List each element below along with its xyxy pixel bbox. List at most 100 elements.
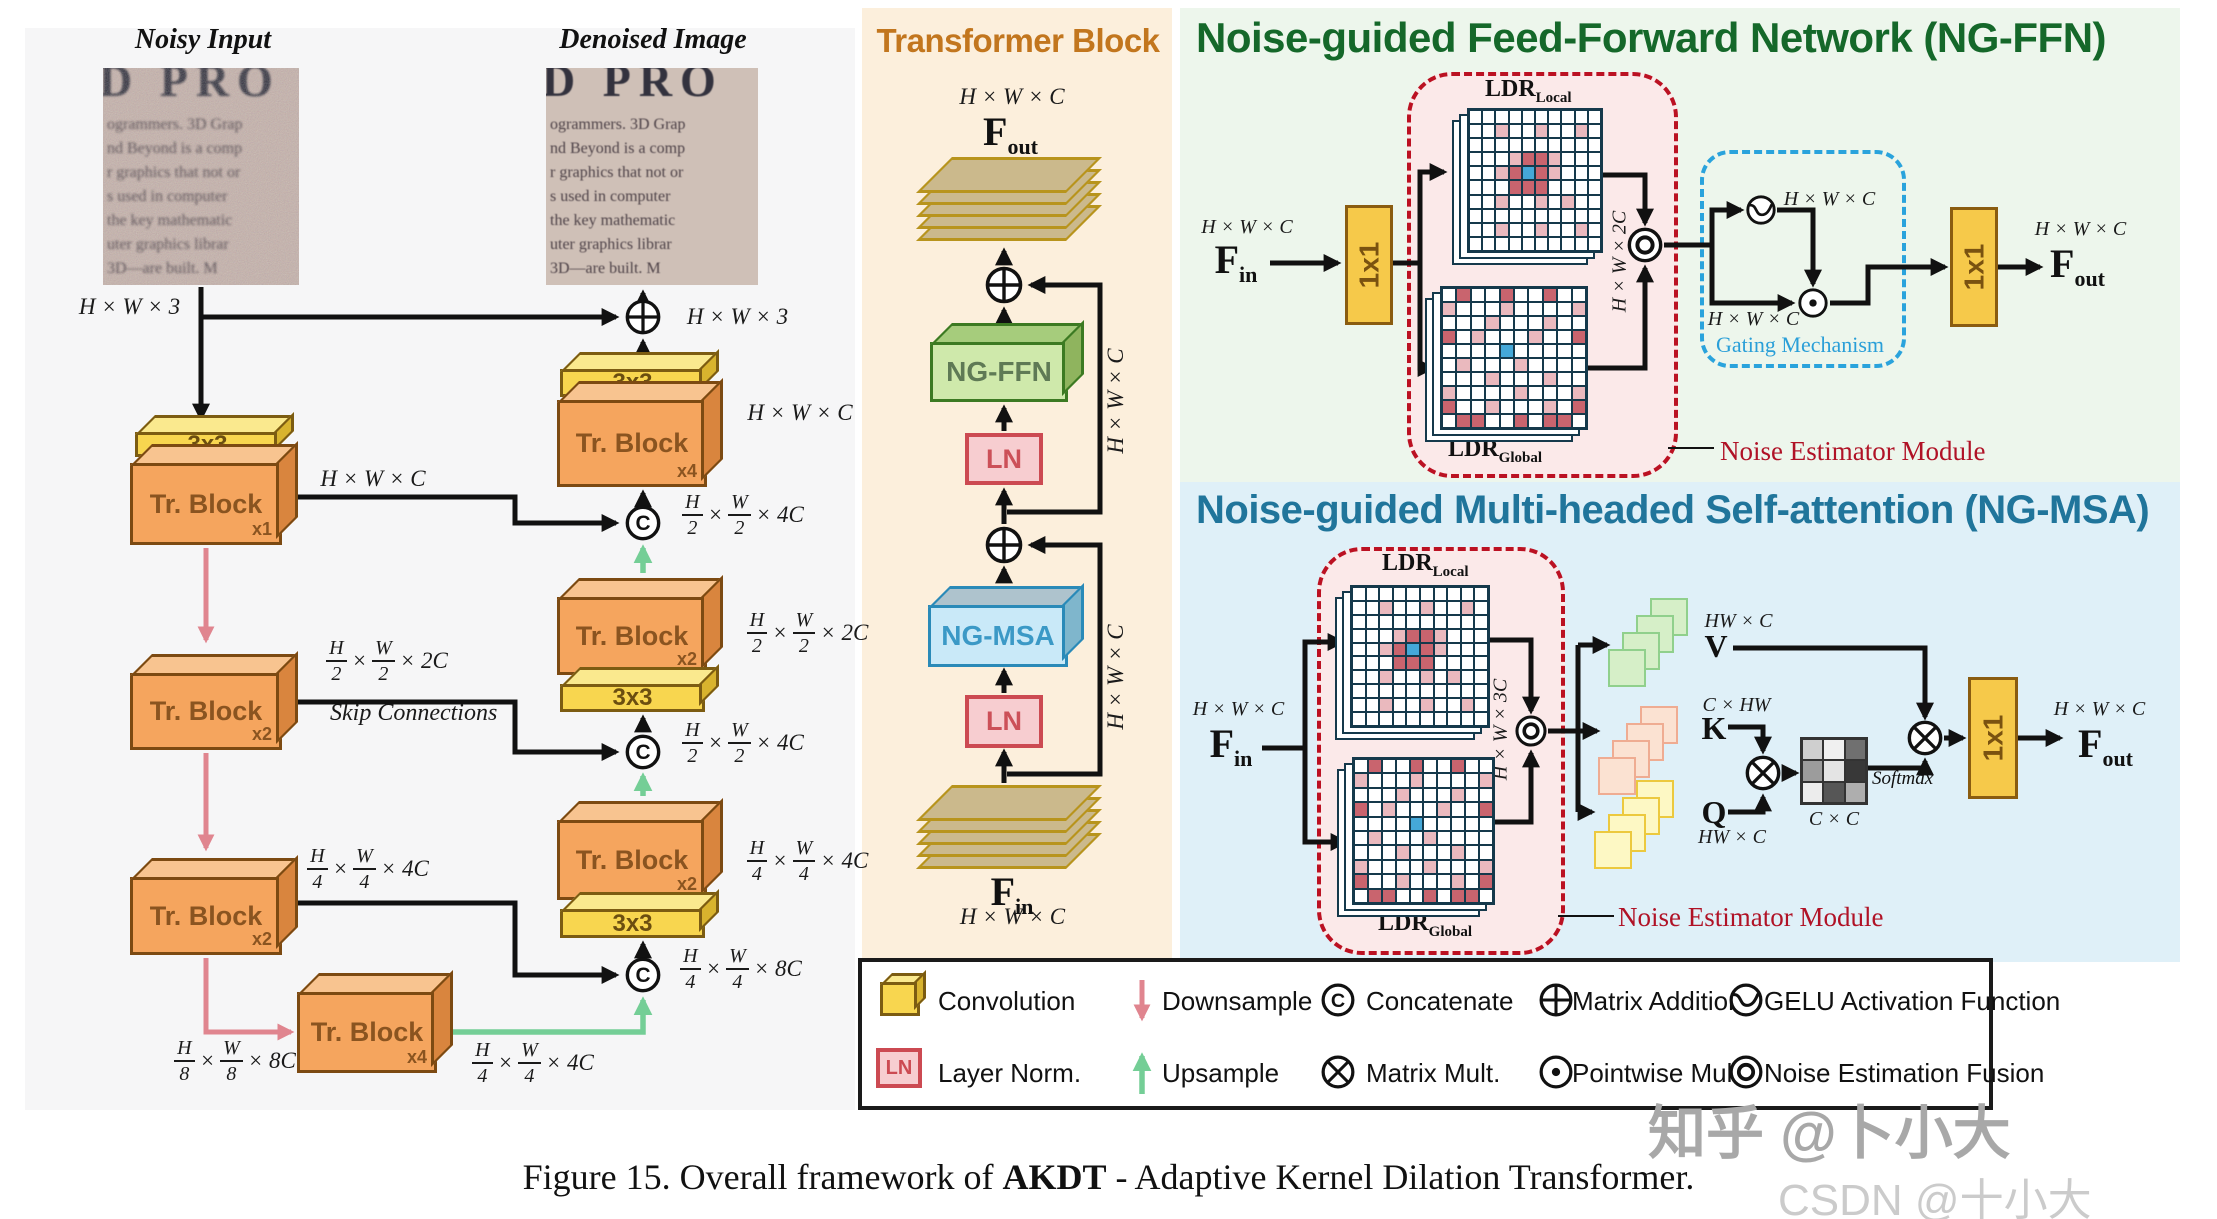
ngffn-fout-label: Fout — [2050, 241, 2105, 291]
dim-label: H × W × C — [320, 466, 426, 491]
concatenate-icon: C — [1320, 982, 1356, 1018]
conv3x3-decoder-2: 3x3 — [560, 664, 719, 712]
matrix-addition-icon — [1538, 982, 1574, 1018]
convolution-icon — [880, 970, 926, 1016]
skip-connection-1 — [284, 494, 620, 532]
matrix-mult-icon — [1744, 754, 1782, 792]
ngffn-fin-label: Fin — [1214, 237, 1258, 287]
svg-text:C: C — [1331, 990, 1345, 1012]
matrix-addition-icon — [624, 298, 662, 336]
ngmsa-noise-estimator-label: Noise Estimator Module — [1618, 902, 1884, 932]
noise-estimation-fusion-icon — [1626, 226, 1664, 264]
legend-label: Layer Norm. — [938, 1058, 1082, 1088]
dim-label: H × W × C — [1783, 188, 1876, 210]
watermark-zhihu: 知乎 @卜小大 — [1648, 1101, 2011, 1166]
fin-label: Fin — [990, 869, 1034, 919]
watermark-csdn: CSDN @十小大 — [1778, 1176, 2092, 1219]
noise-estimation-fusion-icon — [1728, 1054, 1764, 1090]
legend-label: Noise Estimation Fusion — [1764, 1058, 2045, 1088]
legend-label: Pointwise Mult. — [1572, 1058, 1747, 1088]
legend-label: Concatenate — [1366, 986, 1514, 1016]
ldr-local-label: LDRLocal — [1382, 550, 1469, 580]
ngmsa-fin-label: Fin — [1209, 721, 1253, 771]
matrix-mult-icon — [1320, 1054, 1356, 1090]
ldr-global-grid — [1425, 286, 1588, 442]
legend — [858, 958, 1993, 1110]
downsample-arrow-3 — [203, 958, 295, 1041]
ngmsa-fout-label: Fout — [2078, 721, 2133, 771]
dim-label: C × HW — [1702, 694, 1771, 716]
ngffn-block: NG-FFN — [930, 320, 1084, 402]
svg-text:C: C — [635, 741, 650, 764]
legend-label: Matrix Mult. — [1366, 1058, 1501, 1088]
dim-label: H × W × C — [1707, 308, 1800, 330]
value-stack — [1608, 598, 1690, 690]
dim-label: H × W × C — [2034, 218, 2127, 240]
ngffn-noise-estimator-label: Noise Estimator Module — [1720, 436, 1986, 466]
conv1x1-box: 1x1 — [1968, 677, 2018, 799]
upsample-arrow-3 — [448, 996, 653, 1035]
noise-estimation-fusion-icon — [1514, 714, 1548, 748]
legend-label: Matrix Addition — [1572, 986, 1743, 1016]
pointwise-mult-icon — [1538, 1054, 1574, 1090]
svg-text:C: C — [635, 512, 650, 535]
value-label: V — [1704, 628, 1728, 664]
matrix-addition-icon — [984, 265, 1024, 305]
skip-connection-2 — [284, 699, 620, 761]
query-label: Q — [1701, 794, 1727, 830]
ldr-local-grid — [1452, 108, 1603, 265]
dim-label: H × W × 3 — [78, 294, 181, 319]
conv1x1-box: 1x1 — [1345, 205, 1393, 325]
gelu-icon — [1745, 194, 1777, 226]
concatenate-icon: C — [624, 956, 662, 994]
dim-label: H × W × C — [2053, 698, 2146, 720]
key-label: K — [1701, 710, 1727, 746]
matrix-addition-icon — [984, 525, 1024, 565]
dim-label: H × W × C — [959, 84, 1065, 109]
fout-feature-stack — [916, 157, 1102, 241]
noisy-input-title: Noisy Input — [134, 24, 272, 55]
svg-text:C: C — [635, 964, 650, 987]
denoised-image-title: Denoised Image — [559, 24, 747, 55]
concatenate-icon: C — [624, 504, 662, 542]
query-line — [1728, 793, 1772, 815]
transformer-block-title: Transformer Block — [876, 22, 1160, 59]
pointwise-mult-icon — [1797, 287, 1829, 319]
key-stack — [1598, 706, 1680, 798]
dim-label: H × W × 3 — [686, 304, 789, 329]
dim-label: H × W × C — [959, 904, 1066, 929]
dim-label: H × W × C — [1201, 216, 1293, 238]
dim-label: HW × C — [1698, 826, 1766, 848]
gating-mechanism-label: Gating Mechanism — [1716, 332, 1885, 357]
transformer-residual-lower — [1007, 536, 1103, 777]
gelu-icon — [1728, 982, 1764, 1018]
query-stack — [1594, 780, 1676, 872]
ngmsa-title: Noise-guided Multi-headed Self-attention… — [1196, 488, 2150, 532]
ldr-local-grid — [1335, 585, 1490, 740]
ngmsa-block: NG-MSA — [928, 583, 1084, 667]
legend-label: Convolution — [938, 986, 1076, 1016]
denoised-output-image: D PRO ogrammers. 3D Grap nd Beyond is a … — [546, 68, 758, 285]
conv1x1-box: 1x1 — [1950, 207, 1998, 327]
legend-label: GELU Activation Function — [1764, 986, 2061, 1016]
gating-mechanism-box — [1700, 150, 1906, 368]
value-line — [1733, 645, 1934, 721]
ldr-local-label: LDRLocal — [1485, 76, 1572, 106]
